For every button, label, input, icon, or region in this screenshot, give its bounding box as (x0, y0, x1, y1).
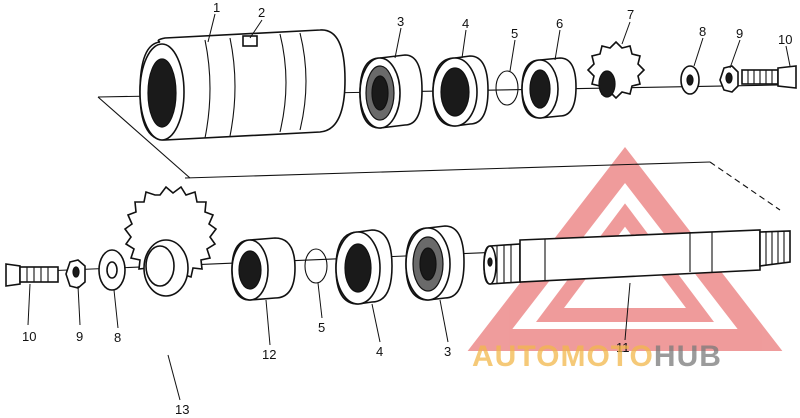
callout-3-upper: 3 (397, 14, 404, 29)
callout-9-lower: 9 (76, 329, 83, 344)
part-3-bearing-lower (405, 225, 465, 301)
part-7-small-sprocket (586, 40, 646, 100)
callout-1: 1 (213, 0, 220, 15)
part-5-snap-ring-upper (495, 70, 519, 106)
part-9-lock-washer-lower (65, 259, 86, 289)
part-11-shaft (483, 229, 791, 285)
callout-4-upper: 4 (462, 16, 469, 31)
part-4-race-upper (432, 55, 489, 127)
leader-lines (27, 13, 791, 401)
part-9-lock-washer-upper (719, 65, 739, 93)
watermark-brand-part3: HUB (654, 340, 722, 373)
callout-13: 13 (175, 402, 189, 417)
callout-11: 11 (616, 340, 630, 355)
callout-8-lower: 8 (114, 330, 121, 345)
callout-5-upper: 5 (511, 26, 518, 41)
part-3-bearing-upper (359, 54, 423, 129)
part-12-spacer-lower (231, 237, 296, 301)
part-8-washer-upper (680, 65, 700, 95)
callout-8-upper: 8 (699, 24, 706, 39)
part-13-large-sprocket (123, 185, 218, 297)
callout-10-lower: 10 (22, 329, 36, 344)
watermark-brand-part2: MOTO (560, 340, 653, 373)
part-8-washer-lower (98, 249, 126, 291)
callout-2: 2 (258, 5, 265, 20)
callout-3-lower: 3 (444, 344, 451, 359)
callout-4-lower: 4 (376, 344, 383, 359)
watermark-text: AUTOMOTOHUB (472, 340, 722, 373)
callout-12: 12 (262, 347, 276, 362)
callout-5-lower: 5 (318, 320, 325, 335)
part-10-bolt-upper (741, 65, 797, 89)
part-6-spacer-upper (521, 57, 577, 119)
watermark-brand-part1: AUTO (472, 340, 560, 373)
part-10-bolt-lower (5, 263, 59, 287)
part-4-race-lower (335, 229, 393, 305)
callout-10-upper: 10 (778, 32, 792, 47)
part-1-housing (139, 29, 346, 141)
callout-7: 7 (627, 7, 634, 22)
callout-labels: 1 2 3 4 5 6 7 8 9 10 10 9 8 13 12 5 4 3 … (22, 0, 792, 417)
part-5-snap-ring-lower (304, 248, 328, 284)
callout-6-upper: 6 (556, 16, 563, 31)
callout-9-upper: 9 (736, 26, 743, 41)
svg-text:AUTOMOTOHUB: AUTOMOTOHUB (472, 340, 722, 373)
